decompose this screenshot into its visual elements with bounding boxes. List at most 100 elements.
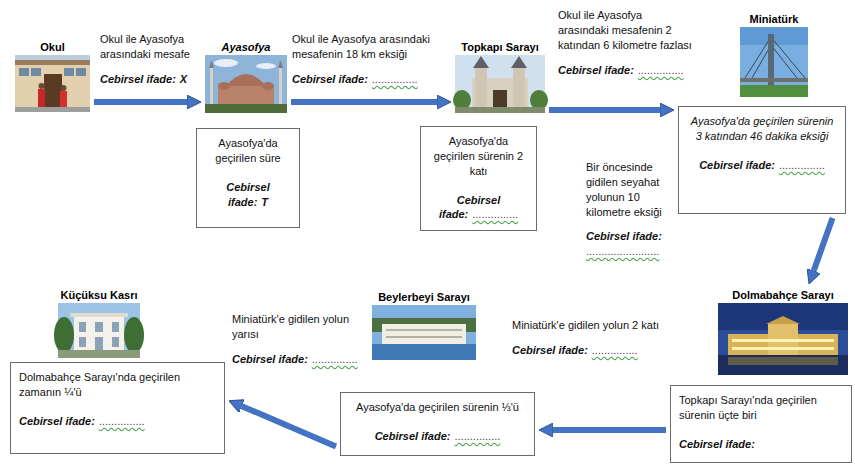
text-line: ........................	[586, 244, 672, 259]
expression-label: Cebirsel ifade:	[558, 64, 634, 76]
text-line: Cebirsel ifade:	[586, 229, 672, 244]
expression-label: Cebirsel ifade:	[232, 353, 308, 365]
text-line: Ayasofya'da geçirilen süre	[205, 136, 291, 166]
flow-arrow	[291, 99, 437, 105]
place-name: Ayasofya	[222, 40, 271, 55]
text-line: Okul ile Ayasofya arasındaki mesafenin 1…	[292, 32, 442, 62]
text-line: Cebirsel ifade:...............	[232, 352, 368, 367]
answer-blank: ...............	[779, 159, 825, 171]
text-line: Beylerbeyi Sarayı	[372, 290, 476, 305]
place-name: Miniatürk	[750, 12, 799, 27]
expression-label: Cebirsel ifade:	[586, 230, 662, 242]
info-box: Topkapı Sarayı'nda geçirilen sürenin üçt…	[670, 385, 852, 463]
text-line: Okul ile Ayasofya arasındaki mesafenin 2…	[558, 8, 693, 53]
flow-arrow	[242, 406, 336, 446]
place-photo: Dolmabahçe Sarayı	[718, 288, 848, 375]
description-text: Dolmabahçe Sarayı'nda geçirilen zamanın …	[19, 371, 180, 398]
arrow-note: Okul ile Ayasofya arasındaki mesafenin 2…	[558, 8, 693, 77]
expression-label: Cebirsel ifade:	[679, 438, 755, 450]
text-line: Cebirsel ifade:	[679, 437, 843, 452]
text-line: Dolmabahçe Sarayı'nda geçirilen zamanın …	[19, 370, 216, 400]
place-photo: Miniatürk	[740, 12, 808, 97]
dolmabahce-photo	[718, 303, 848, 375]
description-text: Miniatürk'e gidilen yolun yarısı	[232, 313, 349, 340]
text-line: Cebirsel ifade:...............	[429, 193, 528, 223]
beylerbeyi-photo	[372, 305, 476, 360]
text-line: Bir öncesinde gidilen seyahat yolunun 10…	[586, 160, 672, 219]
description-text: Bir öncesinde gidilen seyahat yolunun 10…	[586, 161, 662, 218]
expression-label: Cebirsel ifade:	[375, 430, 451, 442]
text-line: Cebirsel ifade:...............	[19, 414, 216, 429]
answer-blank: ...............	[592, 344, 638, 356]
answer-blank: ...............	[99, 415, 145, 427]
text-line: Cebirsel ifade:...............	[687, 158, 837, 173]
text-line: Topkapı Sarayı	[455, 40, 545, 55]
arrow-note: Okul ile Ayasofya arasındaki mesafeCebir…	[100, 32, 198, 87]
answer-blank: ........................	[586, 245, 659, 257]
description-text: Ayasofya'da geçirilen sürenin 3 katından…	[691, 115, 834, 142]
expression-value: X	[180, 73, 187, 85]
place-name: Küçüksu Kasrı	[60, 288, 137, 303]
flow-arrow	[549, 107, 660, 113]
expression-label: Cebirsel ifade:	[100, 73, 176, 85]
expression-label: Cebirsel ifade:	[292, 73, 368, 85]
answer-blank: ...............	[312, 353, 358, 365]
arrow-note: Okul ile Ayasofya arasındaki mesafenin 1…	[292, 32, 442, 87]
expression-label: Cebirsel ifade:	[512, 344, 588, 356]
answer-blank: ...............	[472, 208, 518, 220]
place-name: Dolmabahçe Sarayı	[732, 288, 834, 303]
place-name: Topkapı Sarayı	[461, 40, 538, 55]
place-photo: Okul	[15, 40, 90, 112]
text-line: Küçüksu Kasrı	[58, 288, 140, 303]
answer-blank: ...............	[638, 64, 684, 76]
info-box: Ayasofya'da geçirilen sürenin 2 katıCebi…	[420, 126, 537, 231]
description-text: Topkapı Sarayı'nda geçirilen sürenin üçt…	[679, 394, 817, 421]
text-line: Okul ile Ayasofya arasındaki mesafe	[100, 32, 198, 62]
text-line: Cebirsel ifade:...............	[512, 343, 707, 358]
text-line: Miniatürk'e gidilen yolun yarısı	[232, 312, 368, 342]
description-text: Okul ile Ayasofya arasındaki mesafe	[100, 33, 190, 60]
arrow-note: Miniatürk'e gidilen yolun 2 katıCebirsel…	[512, 318, 707, 358]
arrow-note: Bir öncesinde gidilen seyahat yolunun 10…	[586, 160, 672, 259]
expression-value: T	[261, 196, 268, 208]
description-text: Ayasofya'da geçirilen sürenin 2 katı	[434, 135, 523, 177]
topkapi-photo	[453, 55, 548, 113]
answer-blank: ...............	[454, 430, 500, 442]
text-line: Okul	[15, 40, 90, 55]
flow-arrow	[814, 218, 833, 271]
text-line: Cebirsel ifade:...............	[558, 63, 693, 78]
kucuksu-photo	[54, 303, 144, 358]
place-photo: Topkapı Sarayı	[455, 40, 545, 113]
text-line: Ayasofya'da geçirilen sürenin 3 katından…	[687, 114, 837, 144]
text-line: Ayasofya	[205, 40, 287, 55]
expression-label: Cebirsel ifade:	[19, 415, 95, 427]
text-line: Ayasofya'da geçirilen sürenin 2 katı	[429, 134, 528, 179]
text-line: Dolmabahçe Sarayı	[718, 288, 848, 303]
info-box: Ayasofya'da geçirilen süreCebirsel ifade…	[196, 128, 300, 228]
description-text: Miniatürk'e gidilen yolun 2 katı	[512, 319, 659, 331]
text-line: Cebirsel ifade:...............	[349, 429, 526, 444]
description-text: Ayasofya'da geçirilen süre	[215, 137, 280, 164]
place-photo: Küçüksu Kasrı	[58, 288, 140, 358]
description-text: Okul ile Ayasofya arasındaki mesafenin 2…	[558, 9, 692, 51]
place-photo: Beylerbeyi Sarayı	[372, 290, 476, 360]
text-line: Topkapı Sarayı'nda geçirilen sürenin üçt…	[679, 393, 843, 423]
flow-arrow	[553, 427, 666, 433]
answer-blank: ...............	[372, 73, 418, 85]
text-line: Miniatürk	[740, 12, 808, 27]
info-box: Ayasofya'da geçirilen sürenin 3 katından…	[678, 106, 846, 214]
description-text: Okul ile Ayasofya arasındaki mesafenin 1…	[292, 33, 430, 60]
school-photo	[15, 55, 90, 112]
text-line: Cebirsel ifade:T	[205, 180, 291, 210]
flow-arrow	[94, 99, 187, 105]
text-line: Cebirsel ifade:...............	[292, 72, 442, 87]
arrow-note: Miniatürk'e gidilen yolun yarısıCebirsel…	[232, 312, 368, 367]
text-line: Ayasofya'da geçirilen sürenin ⅓'ü	[349, 400, 526, 415]
place-photo: Ayasofya	[205, 40, 287, 113]
description-text: Ayasofya'da geçirilen sürenin ⅓'ü	[356, 401, 519, 413]
info-box: Dolmabahçe Sarayı'nda geçirilen zamanın …	[10, 362, 225, 454]
hagia-sophia-photo	[205, 55, 287, 113]
text-line: Miniatürk'e gidilen yolun 2 katı	[512, 318, 707, 333]
info-box: Ayasofya'da geçirilen sürenin ⅓'üCebirse…	[340, 392, 535, 456]
